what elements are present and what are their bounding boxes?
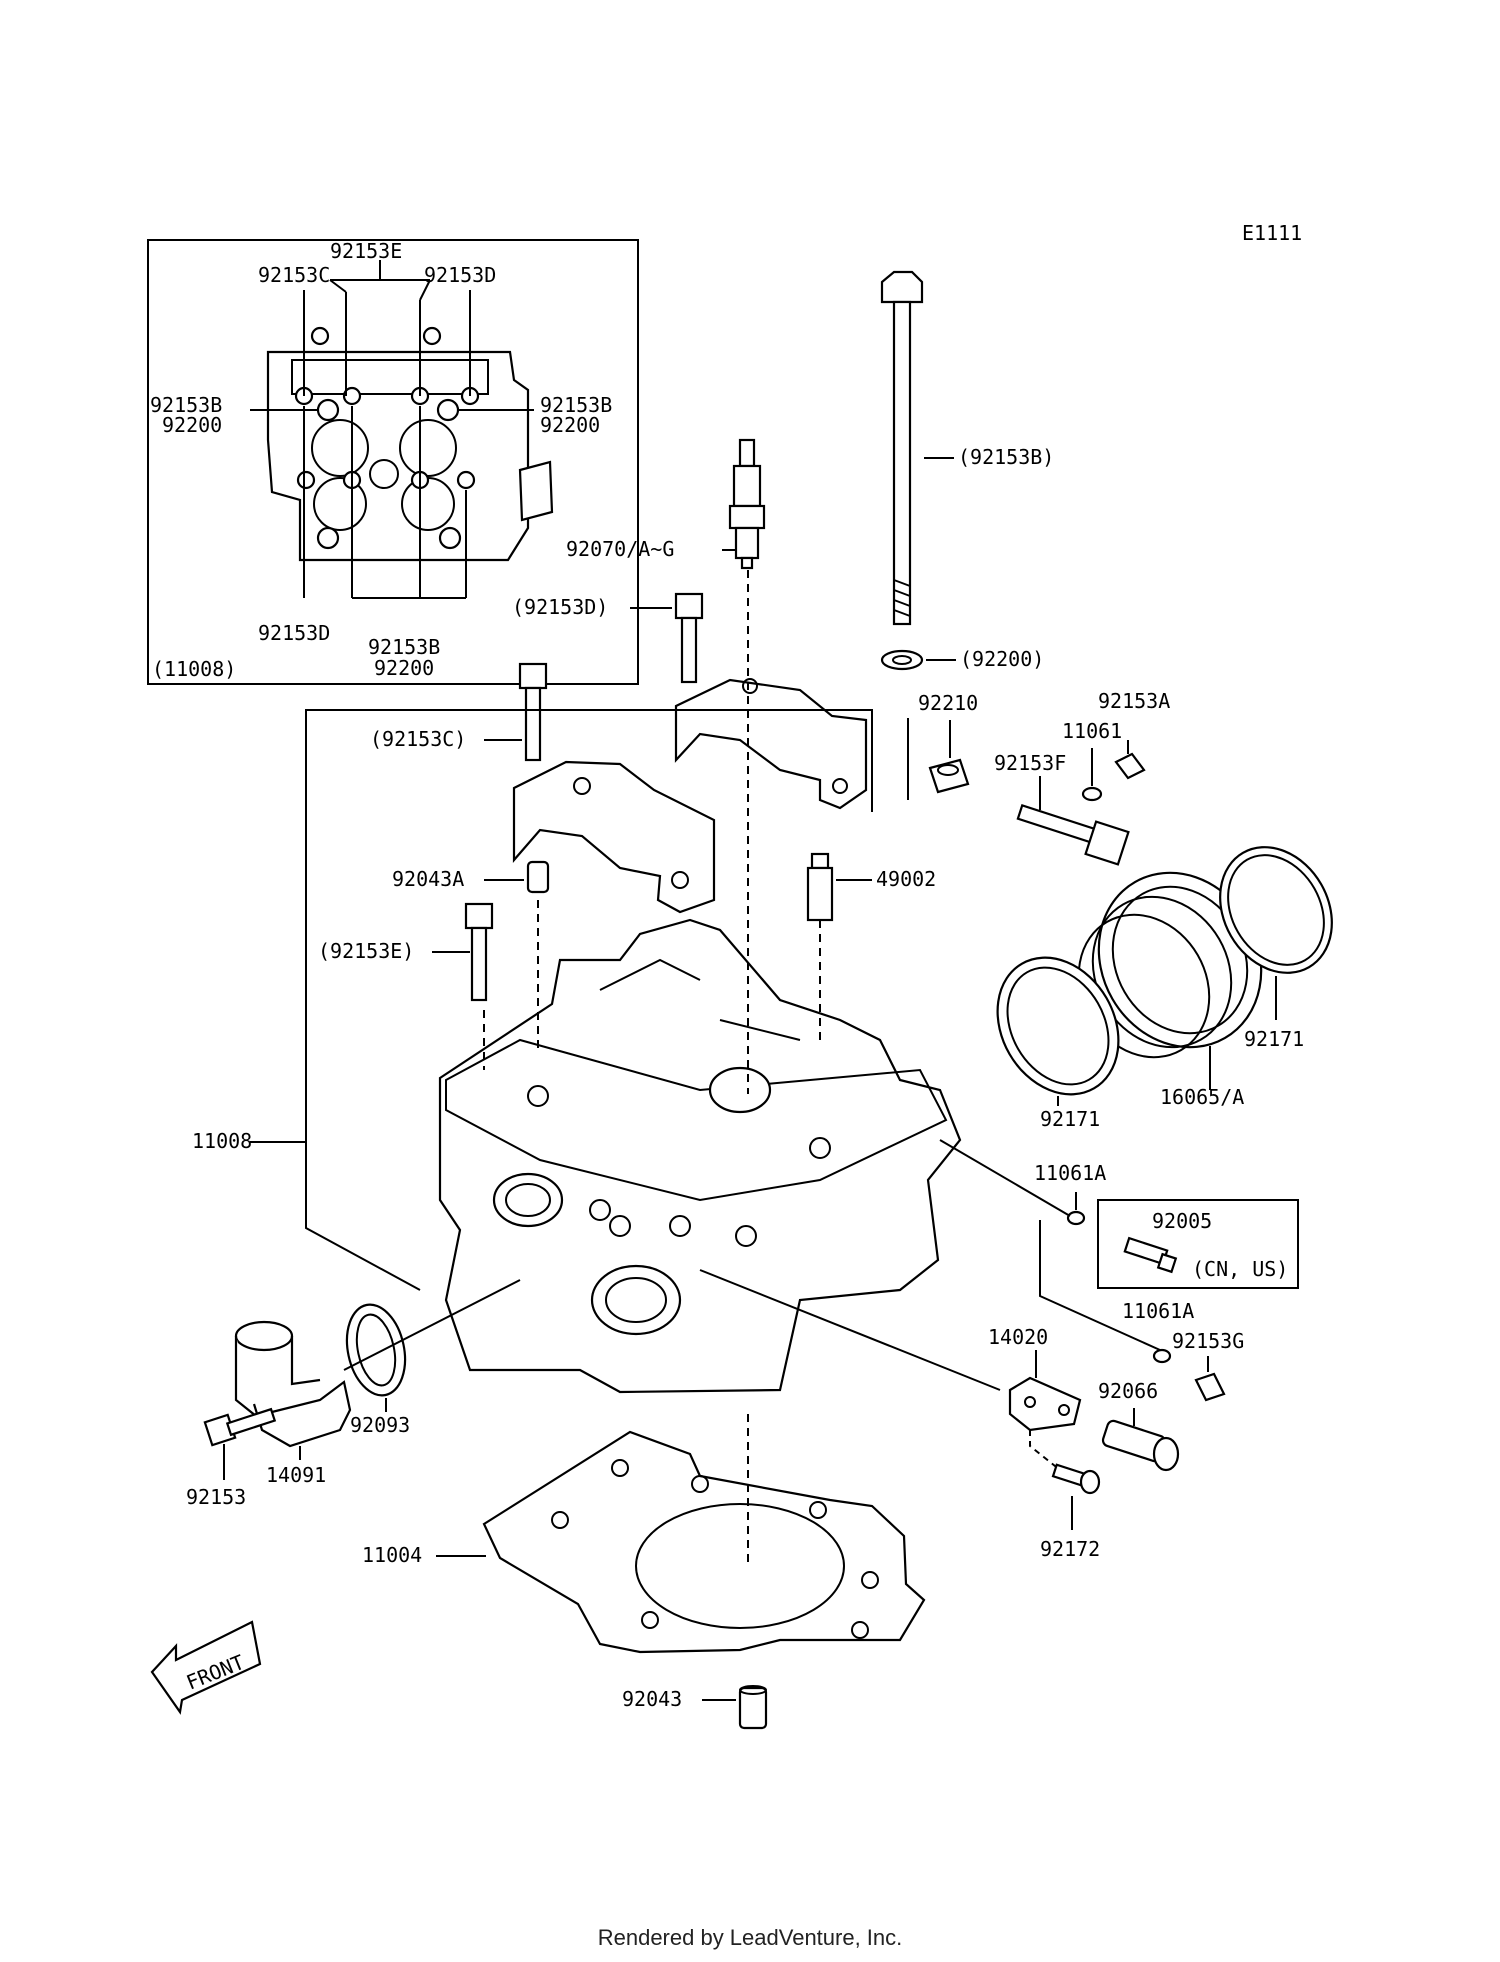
spark-plug-part [728,438,766,570]
footer-credit: Rendered by LeadVenture, Inc. [597,1925,903,1950]
inset-label-92200-right: 92200 [540,413,600,437]
label-bolt-92153d: (92153D) [512,595,608,619]
bolt-92153d-part [674,592,704,684]
label-head-gasket: 11004 [362,1543,422,1567]
cylinder-head-part [438,918,962,1394]
diagram-code: E1111 [1242,221,1302,245]
bolt-92153a [1114,752,1146,780]
label-bolt-92153f: 92153F [994,751,1066,775]
label-oring-92093: 92093 [350,1413,410,1437]
washer-92200 [880,649,924,671]
label-washer-92200: (92200) [960,647,1044,671]
label-clamp-left: 92171 [1040,1107,1100,1131]
inset-bolt-holes [294,326,480,550]
camshaft-cap-rear [674,678,868,810]
inset-label-92153d-top: 92153D [424,263,496,287]
inset-label-92153b-bottom: 92153B [368,635,440,659]
inset-label-92153b-left: 92153B [150,393,222,417]
label-plug-92066: 92066 [1098,1379,1158,1403]
label-sensor-92005: 92005 [1152,1209,1212,1233]
front-arrow-icon: FRONT [150,1620,262,1715]
sensor-92005-box [1097,1199,1299,1289]
label-washer-11061a-top: 11061A [1034,1161,1106,1185]
head-gasket-part [482,1430,926,1654]
plug-92066-part [1101,1419,1180,1472]
bolt-92153e-part [464,902,494,1002]
inset-label-92153b-right: 92153B [540,393,612,417]
inset-label-92200-bottom: 92200 [374,656,434,680]
label-cylinder-head: 11008 [192,1129,252,1153]
label-bolt-92153c: (92153C) [370,727,466,751]
inset-group-label: (11008) [152,657,236,681]
inset-label-92153c: 92153C [258,263,330,287]
clamp-right [1219,846,1333,974]
washer-11061a-bottom [1152,1348,1172,1364]
leader-nut-92210 [907,718,951,800]
label-fitting-14091: 14091 [266,1463,326,1487]
inset-cam-cover-rail [291,359,489,395]
camshaft-cap-front [512,760,716,914]
label-long-bolt: (92153B) [958,445,1054,469]
label-dowel-92043a: 92043A [392,867,464,891]
sensor-92005-part [1123,1236,1178,1274]
label-nut-92210: 92210 [918,691,978,715]
plug-49002-part [806,852,834,922]
label-intake-boot: 16065/A [1160,1085,1244,1109]
label-spark-plug: 92070/A~G [566,537,674,561]
inset-label-92153d-bottom: 92153D [258,621,330,645]
cover-14020 [1008,1376,1082,1432]
label-dowel-92043: 92043 [622,1687,682,1711]
label-bolt-92153e: (92153E) [318,939,414,963]
washer-11061a-top [1066,1210,1086,1226]
dowel-92043 [738,1686,768,1730]
label-washer-11061: 11061 [1062,719,1122,743]
inset-label-92200-left: 92200 [162,413,222,437]
washer-11061 [1081,786,1103,802]
label-washer-11061a-bottom: 11061A [1122,1299,1194,1323]
fitting-14091-part [234,1320,352,1448]
inset-label-92153e: 92153E [330,239,402,263]
bolt-92153f-part [1016,803,1130,866]
inset-top-view [147,239,639,685]
oring-92093 [345,1303,407,1397]
label-clamp-right: 92171 [1244,1027,1304,1051]
bolt-92153c-part [518,662,548,762]
label-bolt-92153g: 92153G [1172,1329,1244,1353]
label-cover-14020: 14020 [988,1325,1048,1349]
long-bolt-part [880,270,924,626]
label-screw-92172: 92172 [1040,1537,1100,1561]
screw-92172-part [1051,1463,1101,1495]
leader-cylinder-head [250,709,873,1291]
label-bolt-92153: 92153 [186,1485,246,1509]
label-plug-49002: 49002 [876,867,936,891]
bolt-92153-part [203,1407,277,1447]
label-bolt-92153a: 92153A [1098,689,1170,713]
label-sensor-region: (CN, US) [1192,1257,1288,1281]
dowel-92043a [526,860,550,894]
intake-boot-part [1077,871,1263,1059]
clamp-left [996,956,1120,1096]
inset-frame [147,239,639,685]
bolt-92153g [1194,1372,1226,1402]
